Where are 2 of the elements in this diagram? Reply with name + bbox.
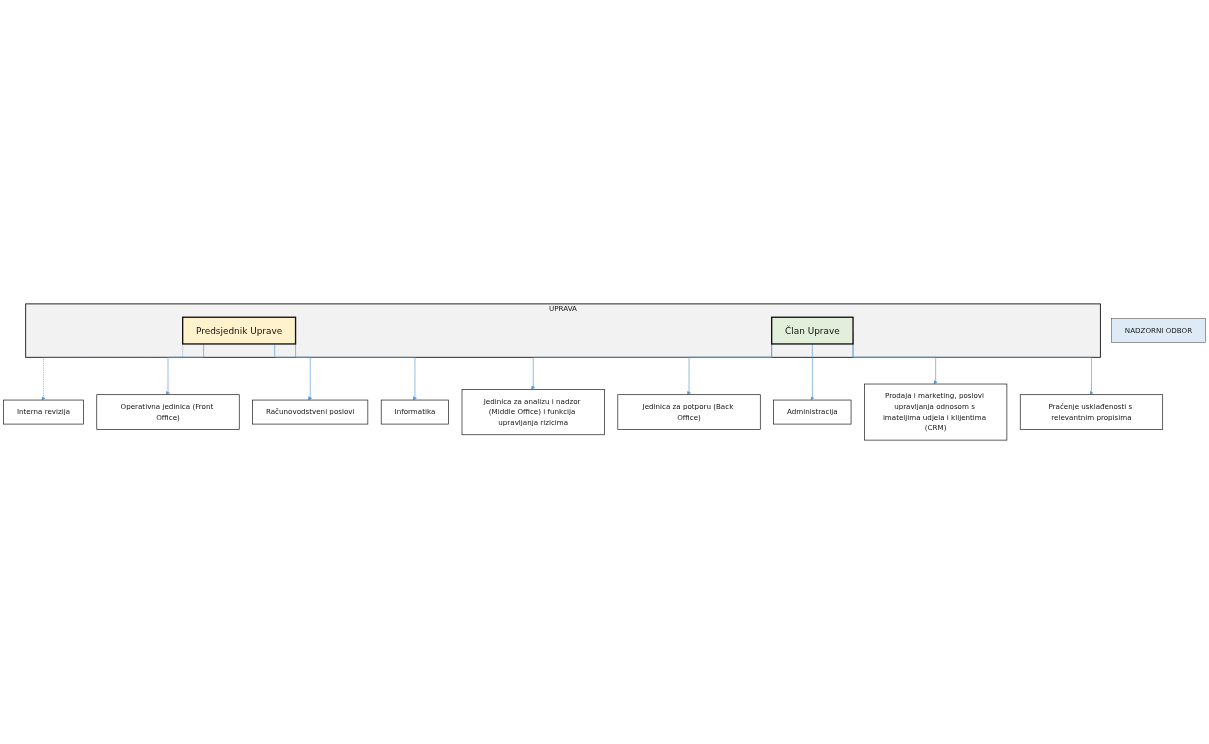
node-box: Predsjednik Uprave	[182, 316, 297, 345]
node-box: Član Uprave	[771, 316, 854, 345]
